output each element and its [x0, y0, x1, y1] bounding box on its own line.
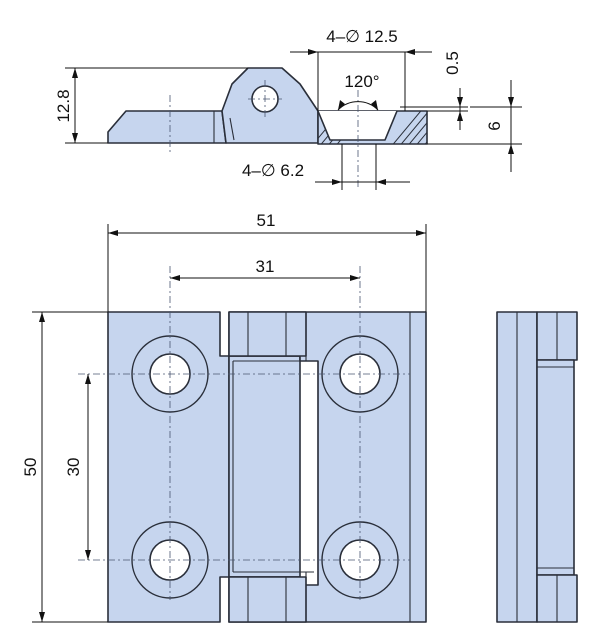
overall-height-dimension: 50 — [21, 458, 40, 477]
counterbore-diameter-dimension: 4–∅ 12.5 — [326, 27, 398, 46]
center-knuckle — [228, 355, 301, 578]
hole-spacing-x-dimension: 31 — [256, 257, 275, 276]
countersink-angle-dimension: 120° — [344, 72, 379, 91]
gap-dimension: 0.5 — [443, 51, 462, 75]
hole-diameter-dimension: 4–∅ 6.2 — [242, 161, 304, 180]
thickness-dimension: 6 — [485, 121, 504, 130]
left-leaf-profile — [107, 110, 227, 144]
front-view: 51 31 50 30 — [21, 211, 427, 623]
hole-spacing-y-dimension: 30 — [64, 458, 83, 477]
side-view — [496, 311, 578, 623]
top-height-dimension: 12.8 — [54, 89, 73, 122]
top-view: 12.8 4–∅ 12.5 120° 4–∅ 6.2 0.5 6 — [54, 27, 522, 190]
overall-width-dimension: 51 — [257, 211, 276, 230]
